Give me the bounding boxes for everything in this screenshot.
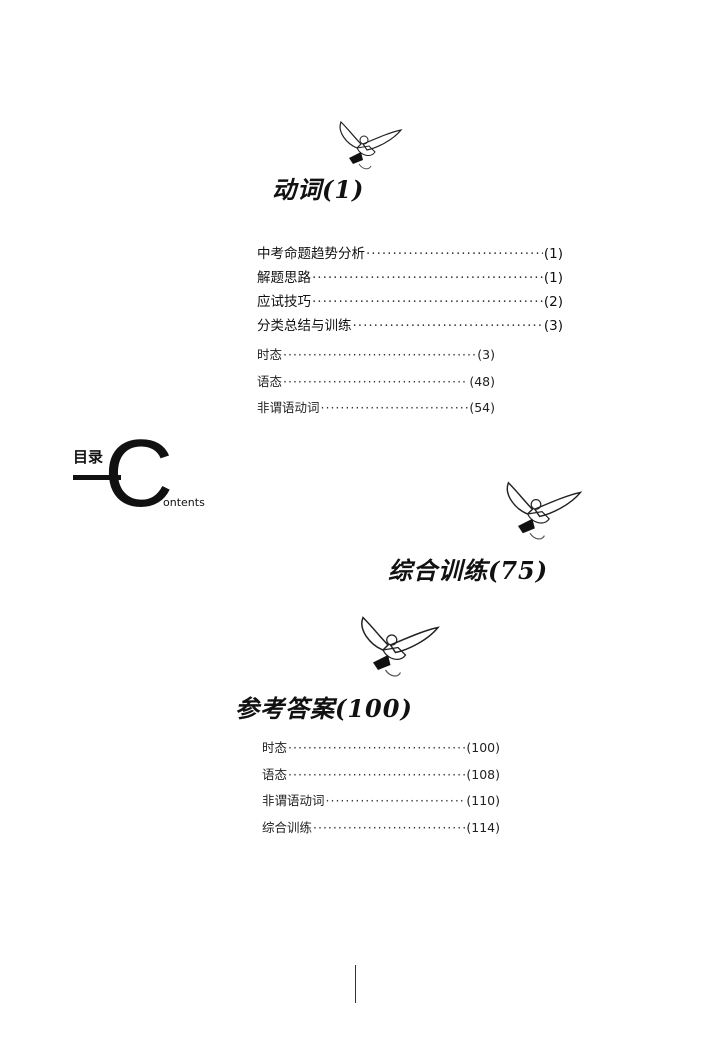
- toc-entry-label: 语态: [262, 766, 288, 782]
- page-divider-line: [355, 965, 356, 1003]
- toc-entry-label: 非谓语动词: [262, 793, 325, 809]
- dot-leader: [313, 820, 465, 835]
- toc-entry-label: 时态: [262, 740, 288, 755]
- toc-subentry[interactable]: 非谓语动词 (54): [257, 397, 495, 424]
- toc-entry[interactable]: 中考命题趋势分析 (1): [257, 242, 563, 266]
- toc-entry-page: (110): [466, 793, 500, 809]
- contents-rule: [73, 475, 121, 480]
- toc-entry-label: 中考命题趋势分析: [257, 246, 365, 262]
- section-heading-comprehensive-training: 综合训练(75): [388, 556, 549, 585]
- toc-answers: 时态 (100) 语态 (108) 非谓语动词 (110) 综合训练 (114): [262, 737, 500, 844]
- toc-entry[interactable]: 非谓语动词 (110): [262, 790, 500, 817]
- dot-leader: [353, 318, 543, 334]
- toc-entry-page: (100): [466, 740, 500, 755]
- toc-entry-label: 应试技巧: [257, 294, 311, 310]
- toc-entry-page: (54): [469, 400, 495, 415]
- toc-entry-label: 语态: [257, 373, 283, 389]
- toc-subentry[interactable]: 时态 (3): [257, 344, 495, 371]
- toc-entry-label: 时态: [257, 347, 283, 362]
- toc-entry-page: (3): [477, 347, 495, 362]
- toc-entry[interactable]: 应试技巧 (2): [257, 290, 563, 314]
- toc-entry-page: (48): [469, 373, 495, 389]
- toc-entry-page: (108): [466, 766, 500, 782]
- dot-leader: [283, 347, 476, 362]
- toc-entry-page: (114): [466, 820, 500, 836]
- toc-entry-label: 非谓语动词: [257, 400, 320, 415]
- dot-leader: [283, 374, 468, 389]
- toc-entry-label: 解题思路: [257, 270, 311, 286]
- dot-leader: [312, 270, 543, 286]
- dot-leader: [321, 400, 469, 415]
- section-heading-verbs: 动词(1): [272, 175, 365, 204]
- dot-leader: [288, 767, 465, 782]
- dot-leader: [366, 246, 543, 262]
- toc-subentry[interactable]: 语态 (48): [257, 371, 495, 398]
- toc-entry-label: 综合训练: [262, 820, 313, 836]
- toc-entry[interactable]: 语态 (108): [262, 764, 500, 791]
- contents-big-letter: C: [104, 420, 174, 527]
- toc-entry-page: (1): [543, 270, 563, 286]
- flying-rabbit-illustration: [361, 616, 440, 677]
- dot-leader: [326, 793, 466, 808]
- toc-verbs: 中考命题趋势分析 (1) 解题思路 (1) 应试技巧 (2) 分类总结与训练 (3) 时…: [257, 242, 563, 424]
- toc-entry[interactable]: 综合训练 (114): [262, 817, 500, 844]
- dot-leader: [312, 294, 543, 310]
- toc-entry[interactable]: 时态 (100): [262, 737, 500, 764]
- toc-entry-label: 分类总结与训练: [257, 318, 352, 334]
- flying-rabbit-illustration: [506, 481, 583, 540]
- toc-entry-page: (3): [543, 318, 563, 334]
- flying-rabbit-illustration: [339, 120, 403, 170]
- dot-leader: [288, 740, 465, 755]
- contents-rest: ontents: [163, 496, 205, 509]
- section-heading-answers: 参考答案(100): [235, 694, 413, 723]
- toc-entry-page: (2): [543, 294, 563, 310]
- toc-entry-page: (1): [543, 246, 563, 262]
- contents-title-cn: 目录: [73, 448, 104, 466]
- toc-entry[interactable]: 解题思路 (1): [257, 266, 563, 290]
- toc-entry[interactable]: 分类总结与训练 (3): [257, 314, 563, 338]
